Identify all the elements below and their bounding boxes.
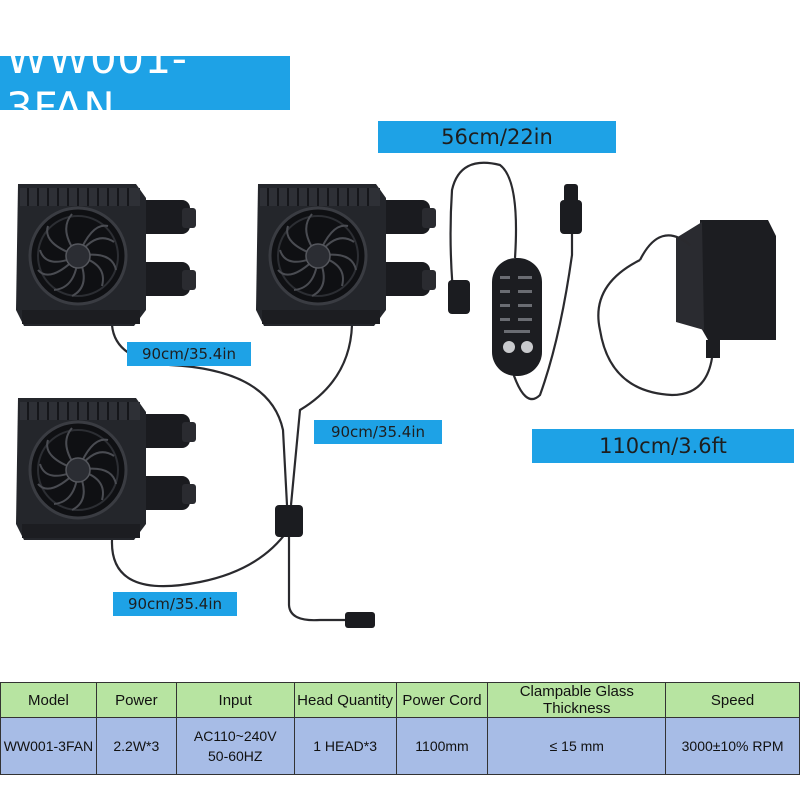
cell-power: 2.2W*3 <box>95 717 177 775</box>
table-row: WW001-3FAN 2.2W*3 AC110~240V 50-60HZ 1 H… <box>0 717 800 775</box>
cell-input-voltage: AC110~240V <box>193 728 277 744</box>
header-head-quantity: Head Quantity <box>293 682 397 718</box>
cell-head-quantity: 1 HEAD*3 <box>293 717 397 775</box>
header-power-cord: Power Cord <box>395 682 489 718</box>
table-header-row: Model Power Input Head Quantity Power Co… <box>0 682 800 718</box>
fan2-cord-length: 90cm/35.4in <box>314 420 442 444</box>
fan-unit-1 <box>14 182 198 328</box>
header-model: Model <box>0 682 97 718</box>
header-input: Input <box>175 682 295 718</box>
spec-table: Model Power Input Head Quantity Power Co… <box>0 682 800 775</box>
fan3-cord-length: 90cm/35.4in <box>113 592 237 616</box>
cell-input-frequency: 50-60HZ <box>208 748 263 764</box>
header-power: Power <box>95 682 177 718</box>
cell-model: WW001-3FAN <box>0 717 97 775</box>
dc-plug <box>345 612 375 628</box>
product-illustration <box>14 161 776 628</box>
cell-power-cord: 1100mm <box>395 717 489 775</box>
fan-unit-3 <box>14 396 198 542</box>
controller-cord-length: 56cm/22in <box>378 121 616 153</box>
header-speed: Speed <box>665 682 800 718</box>
cell-glass-thickness: ≤ 15 mm <box>487 717 667 775</box>
speed-controller <box>492 258 542 376</box>
cell-speed: 3000±10% RPM <box>665 717 800 775</box>
cell-input: AC110~240V 50-60HZ <box>175 717 295 775</box>
splitter-block <box>275 505 303 537</box>
header-glass-thickness: Clampable Glass Thickness <box>487 682 667 718</box>
adapter-cord-length: 110cm/3.6ft <box>532 429 794 463</box>
controller-plug <box>448 280 470 314</box>
power-adapter <box>639 220 776 358</box>
fan-unit-2 <box>254 182 438 328</box>
fan1-cord-length: 90cm/35.4in <box>127 342 251 366</box>
